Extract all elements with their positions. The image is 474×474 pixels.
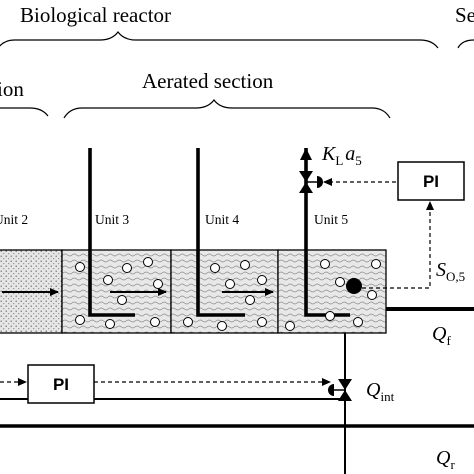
settler-brace-start [457, 39, 474, 49]
qint-label: Qint [366, 379, 395, 404]
biological-reactor-heading: Biological reactor [20, 3, 171, 27]
do-pi-controller-box [397, 161, 465, 201]
biological-reactor-brace [0, 31, 439, 49]
aerated-section-brace [63, 99, 391, 119]
nitrate-pi-controller-box [27, 364, 95, 404]
qr-label: Qr [436, 447, 455, 472]
anoxic-section-heading-fragment: ion [0, 77, 24, 101]
unit-5-bubbles [285, 259, 381, 331]
unit-5-air-pipe [304, 148, 350, 317]
aeration-valve-icon [299, 171, 323, 193]
aerated-section-heading: Aerated section [142, 69, 274, 93]
do-pi-controller-label: PI [423, 172, 439, 191]
nitrate-pi-controller-label: PI [53, 375, 69, 394]
settler-heading-fragment: Se [455, 3, 474, 27]
unit-2-label: Unit 2 [0, 212, 28, 227]
anoxic-section-brace [0, 107, 49, 117]
unit-3-bubbles [75, 257, 163, 329]
do-sensor-icon [346, 278, 362, 294]
unit-4-bubbles [183, 260, 267, 331]
unit-4-label: Unit 4 [205, 212, 239, 227]
unit-3-label: Unit 3 [95, 212, 129, 227]
unit-3-air-pipe [88, 148, 135, 317]
internal-recycle-valve-icon [328, 379, 352, 401]
qf-label: Qf [432, 323, 451, 348]
so5-measurement-line [362, 201, 434, 289]
unit-5-air-pipe-top-arrow [300, 148, 312, 160]
unit-4-air-pipe [196, 148, 245, 317]
so5-label: SO,5 [436, 259, 465, 284]
unit-5-label: Unit 5 [314, 212, 348, 227]
